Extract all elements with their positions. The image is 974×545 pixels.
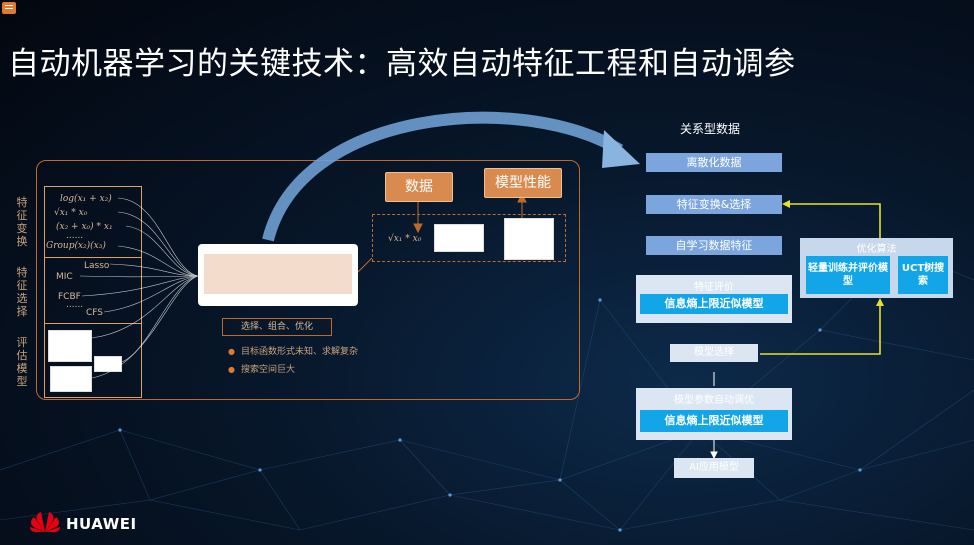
model-select-box: 模型选择 [670,344,758,362]
formula-ellipsis: ...... [66,231,84,241]
huawei-logo-icon [30,512,60,533]
search-thumbnail [434,224,484,252]
search-dashed-box [372,214,566,262]
step-self-learn: 自学习数据特征 [646,236,782,255]
pipeline-caption: 选择、组合、优化 [222,318,332,336]
selector-cfs: CFS [86,308,104,318]
bullet-search-space: 搜索空间巨大 [228,362,295,375]
slide-title: 自动机器学习的关键技术：高效自动特征工程和自动调参 [8,46,796,82]
formula-1: log(x₁ + x₂) [60,194,112,204]
feature-eval-model: 信息熵上限近似模型 [640,294,788,314]
performance-curve-thumbnail [504,218,554,260]
model-performance-button: 模型性能 [484,168,562,198]
data-button: 数据 [385,172,453,202]
side-label-select: 特征选择 [16,266,28,318]
optimizer-uct-search: UCT树搜索 [898,256,948,294]
slide-icon [2,2,16,14]
bullet-objective: 目标函数形式未知、求解复杂 [228,344,358,357]
optimizer-title: 优化算法 [856,244,897,255]
selector-fcbf: FCBF [58,292,81,302]
formula-box [44,186,142,398]
eval-thumbnail-2 [94,356,122,372]
param-tune-model: 信息熵上限近似模型 [640,410,788,432]
optimizer-light-train: 轻量训练并评价模型 [806,256,890,294]
formula-4: Group(x₂)(x₃) [46,241,106,251]
relational-data-title: 关系型数据 [680,122,741,136]
dash-formula: √x₁ * x₀ [388,234,422,244]
selector-mic: MIC [56,272,73,282]
selector-lasso: Lasso [84,261,110,271]
formula-2: √x₁ * x₀ [54,208,88,218]
formula-3: (x₂ + x₀) * x₁ [56,222,113,232]
eval-thumbnail-3 [50,366,92,392]
step-feature-transform: 特征变换&选择 [646,195,782,214]
step-discretize: 离散化数据 [646,153,782,172]
ai-app-model-box: AI应用模型 [674,458,754,478]
side-label-evaluate: 评估模型 [16,336,28,388]
side-label-transform: 特征变换 [16,196,28,248]
feature-eval-title: 特征评价 [694,282,734,293]
selector-ellipsis: ...... [66,300,84,310]
pipeline-inner [204,254,352,294]
feature-engineering-panel [36,160,580,400]
pipeline-diagram [198,244,358,306]
huawei-wordmark: HUAWEI [66,515,137,533]
param-tune-title: 模型参数自动调优 [674,395,754,406]
eval-thumbnail-1 [48,330,92,362]
